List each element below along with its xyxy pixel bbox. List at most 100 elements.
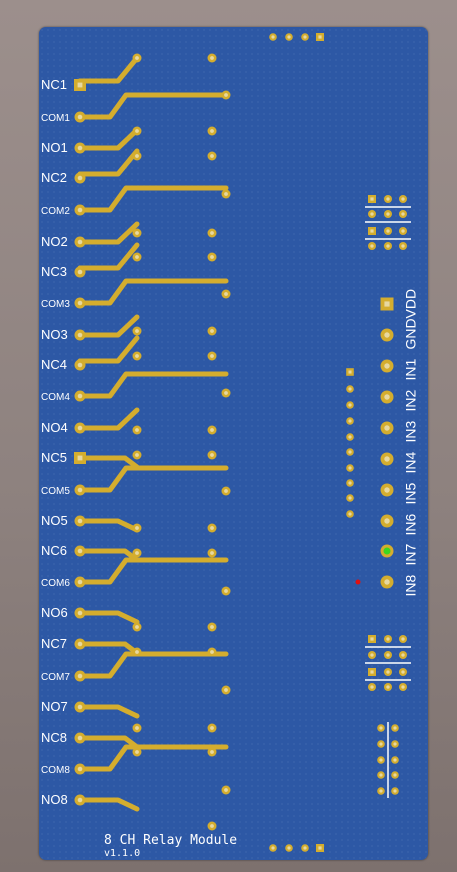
- copper-trace: [77, 610, 140, 625]
- terminal-label-no6: NO6: [41, 605, 68, 620]
- pad-hole: [210, 551, 214, 555]
- pad-hole: [271, 846, 275, 850]
- pad-hole: [77, 735, 83, 741]
- terminal-label-nc1: NC1: [41, 77, 68, 92]
- pad-hole: [135, 650, 139, 654]
- pad-hole: [135, 750, 139, 754]
- pad-hole: [348, 435, 352, 439]
- header-label-gnd: GND: [402, 318, 418, 350]
- pad-hole: [210, 255, 214, 259]
- copper-trace: [77, 221, 140, 245]
- pad-hole: [401, 685, 405, 689]
- pad-hole: [401, 637, 405, 641]
- copper-trace: [77, 278, 229, 306]
- pad-hole: [77, 548, 83, 554]
- terminal-label-no2: NO2: [41, 234, 68, 249]
- pad-hole: [348, 403, 352, 407]
- pad-hole: [386, 637, 390, 641]
- terminal-label-com6: COM6: [41, 578, 70, 589]
- pad-hole: [287, 846, 291, 850]
- pad-hole: [135, 154, 139, 158]
- pad-hole: [370, 244, 374, 248]
- pad-hole: [210, 354, 214, 358]
- pad-hole: [77, 300, 83, 306]
- header-label-in2: IN2: [402, 389, 418, 412]
- pad-hole: [77, 610, 83, 616]
- pad-hole: [370, 653, 374, 657]
- pad-hole: [224, 489, 228, 493]
- pad-hole: [135, 329, 139, 333]
- pad-hole: [210, 129, 214, 133]
- pad-hole: [348, 387, 352, 391]
- copper-trace: [77, 548, 140, 563]
- pad-hole: [393, 726, 397, 730]
- pad-hole: [384, 363, 390, 369]
- pad-hole: [135, 551, 139, 555]
- terminal-label-no1: NO1: [41, 140, 68, 155]
- pad-hole: [77, 455, 83, 461]
- header-label-in8: IN8: [402, 574, 418, 597]
- pad-hole: [77, 393, 83, 399]
- pad-hole: [393, 742, 397, 746]
- copper-trace: [77, 744, 229, 772]
- pad-hole: [287, 35, 291, 39]
- pad-hole: [370, 229, 374, 233]
- pad-hole: [210, 750, 214, 754]
- terminal-label-no5: NO5: [41, 513, 68, 528]
- pad-hole: [401, 197, 405, 201]
- pad-hole: [393, 789, 397, 793]
- pad-hole: [303, 846, 307, 850]
- pad-hole: [135, 255, 139, 259]
- pad-hole: [135, 625, 139, 629]
- pad-hole: [384, 487, 390, 493]
- header-label-in3: IN3: [402, 420, 418, 443]
- header-label-in6: IN6: [402, 513, 418, 536]
- pad-hole: [384, 301, 390, 307]
- pad-hole: [370, 197, 374, 201]
- pad-hole: [77, 641, 83, 647]
- pad-hole: [210, 428, 214, 432]
- pad-hole: [224, 688, 228, 692]
- terminal-label-no7: NO7: [41, 699, 68, 714]
- pad-hole: [210, 650, 214, 654]
- pad-hole: [318, 35, 322, 39]
- pad-hole: [386, 685, 390, 689]
- copper-trace: [77, 455, 140, 470]
- board-title: 8 CH Relay Module: [104, 833, 238, 848]
- terminal-label-nc6: NC6: [41, 543, 68, 558]
- terminal-label-nc2: NC2: [41, 170, 68, 185]
- pad-hole: [379, 742, 383, 746]
- copper-trace: [77, 242, 140, 275]
- pad-hole: [77, 487, 83, 493]
- terminal-label-com3: COM3: [41, 299, 70, 310]
- pad-hole: [210, 726, 214, 730]
- copper-trace: [77, 335, 140, 368]
- terminal-label-nc5: NC5: [41, 450, 68, 465]
- pad-hole: [401, 653, 405, 657]
- pad-hole: [348, 419, 352, 423]
- pad-hole: [379, 726, 383, 730]
- pad-hole: [135, 354, 139, 358]
- pad-hole: [77, 797, 83, 803]
- pad-hole: [348, 496, 352, 500]
- pad-hole: [210, 154, 214, 158]
- terminal-label-nc8: NC8: [41, 730, 68, 745]
- terminal-label-no4: NO4: [41, 420, 68, 435]
- pad-hole: [386, 653, 390, 657]
- pad-hole: [135, 726, 139, 730]
- pad-hole: [210, 329, 214, 333]
- pad-hole: [210, 453, 214, 457]
- terminal-label-nc4: NC4: [41, 357, 68, 372]
- terminal-label-com5: COM5: [41, 486, 70, 497]
- terminal-label-no8: NO8: [41, 792, 68, 807]
- pad-hole: [77, 579, 83, 585]
- pad-hole: [210, 625, 214, 629]
- copper-trace: [77, 407, 140, 431]
- pcb-board: [39, 27, 428, 860]
- terminal-label-com4: COM4: [41, 392, 70, 403]
- pad-hole: [384, 456, 390, 462]
- pad-hole: [401, 670, 405, 674]
- pad-hole: [379, 773, 383, 777]
- pad-hole: [386, 197, 390, 201]
- pad-hole: [224, 192, 228, 196]
